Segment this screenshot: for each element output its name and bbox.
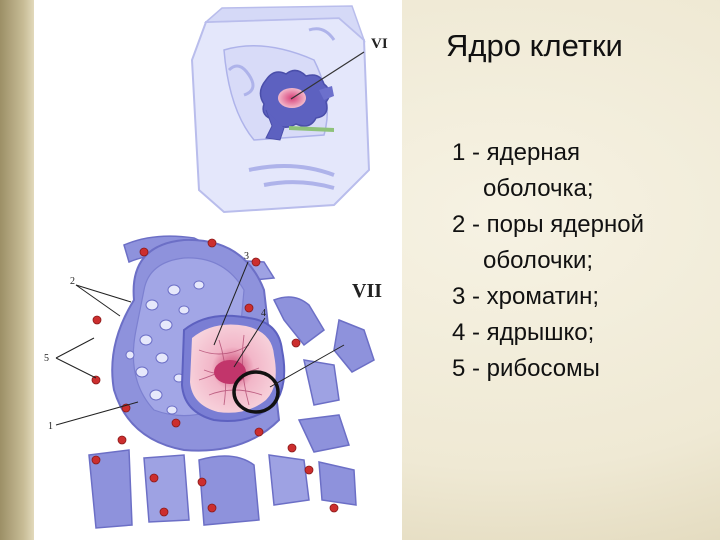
slide-title: Ядро клетки bbox=[446, 28, 623, 63]
whole-cell-drawing bbox=[190, 5, 371, 214]
legend-item: 1 - ядерная оболочка; bbox=[452, 135, 644, 207]
slide-left-band bbox=[0, 0, 34, 540]
callout-2: 2 bbox=[70, 276, 75, 287]
callout-5: 5 bbox=[44, 353, 49, 364]
legend-item: 5 - рибосомы bbox=[452, 351, 644, 387]
nucleolus bbox=[214, 360, 246, 384]
label-vi: VI bbox=[371, 36, 388, 52]
callout-4: 4 bbox=[261, 308, 266, 319]
nucleus-illustration: VI bbox=[34, 0, 402, 540]
legend-item-text: 2 - поры ядерной bbox=[452, 211, 644, 238]
nucleus-cutaway bbox=[88, 235, 375, 529]
legend-item-text: 5 - рибосомы bbox=[452, 355, 600, 382]
highlight-circle bbox=[232, 370, 280, 414]
label-vii: VII bbox=[352, 280, 382, 302]
legend-item: 4 - ядрышко; bbox=[452, 315, 644, 351]
legend-item-text: 1 - ядерная bbox=[452, 139, 580, 166]
legend-item-text: 4 - ядрышко; bbox=[452, 319, 595, 346]
legend-item-text: 3 - хроматин; bbox=[452, 283, 600, 310]
legend-item: 2 - поры ядерной оболочки; bbox=[452, 207, 644, 279]
legend-item-continuation: оболочки; bbox=[483, 247, 594, 274]
nucleus-diagram-svg: VI bbox=[44, 5, 388, 529]
callout-3: 3 bbox=[244, 251, 249, 262]
legend-list: 1 - ядерная оболочка; 2 - поры ядерной о… bbox=[452, 135, 644, 387]
callout-1: 1 bbox=[48, 421, 53, 432]
callout-lines bbox=[55, 261, 345, 426]
ribosomes bbox=[91, 238, 339, 517]
legend-item: 3 - хроматин; bbox=[452, 279, 644, 315]
vi-pointer-line bbox=[290, 51, 365, 100]
legend-item-continuation: оболочка; bbox=[483, 175, 594, 202]
